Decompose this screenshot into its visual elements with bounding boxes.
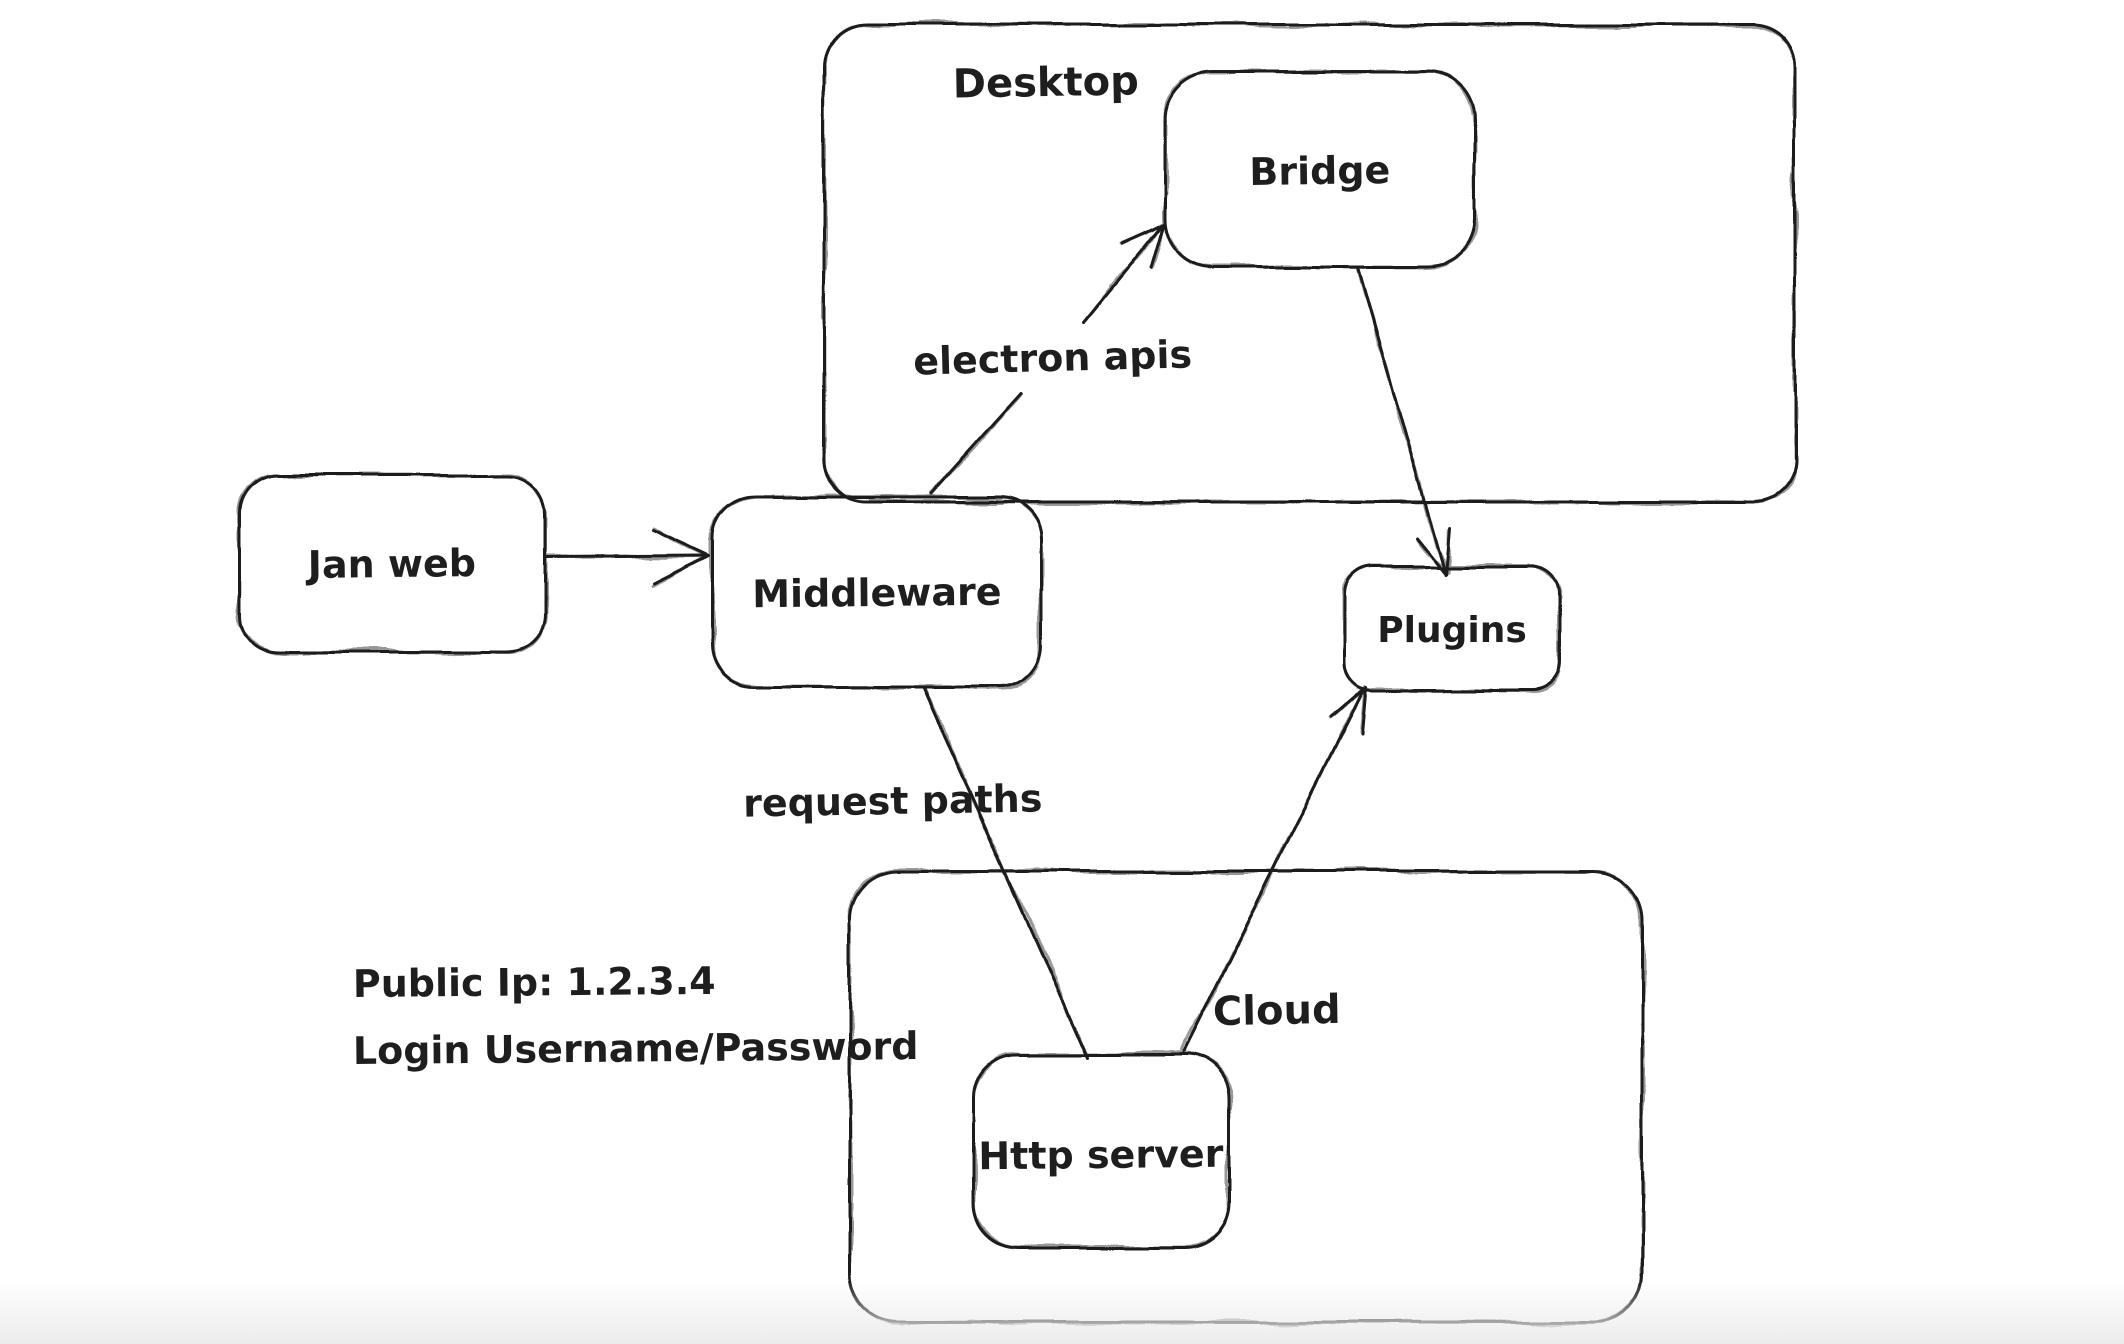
cloud-container-label[interactable]: Cloud xyxy=(1213,987,1341,1035)
edge-label-electron-apis[interactable]: electron apis xyxy=(913,332,1193,383)
http-server-node-label[interactable]: Http server xyxy=(978,1132,1224,1179)
edge-jan-web-to-middleware-shaft[interactable] xyxy=(543,554,707,559)
bridge-node-label[interactable]: Bridge xyxy=(1249,148,1391,194)
middleware-node-label[interactable]: Middleware xyxy=(752,570,1002,617)
plugins-node-label[interactable]: Plugins xyxy=(1377,610,1527,651)
annotation-public-ip[interactable]: Public Ip: 1.2.3.4 xyxy=(353,959,716,1006)
edge-bridge-to-plugins-shaft[interactable] xyxy=(1355,265,1446,572)
sketch-second-pass xyxy=(240,25,1795,1322)
edge-bridge-to-plugins[interactable] xyxy=(1355,265,1451,576)
jan-web-node-label[interactable]: Jan web xyxy=(305,541,477,587)
edge-jan-web-to-middleware[interactable] xyxy=(543,528,711,586)
annotation-login-credentials[interactable]: Login Username/Password xyxy=(353,1024,919,1073)
desktop-container-label[interactable]: Desktop xyxy=(952,58,1139,107)
cloud-container-box[interactable] xyxy=(848,870,1644,1324)
edge-label-request-paths[interactable]: request paths xyxy=(743,776,1043,825)
